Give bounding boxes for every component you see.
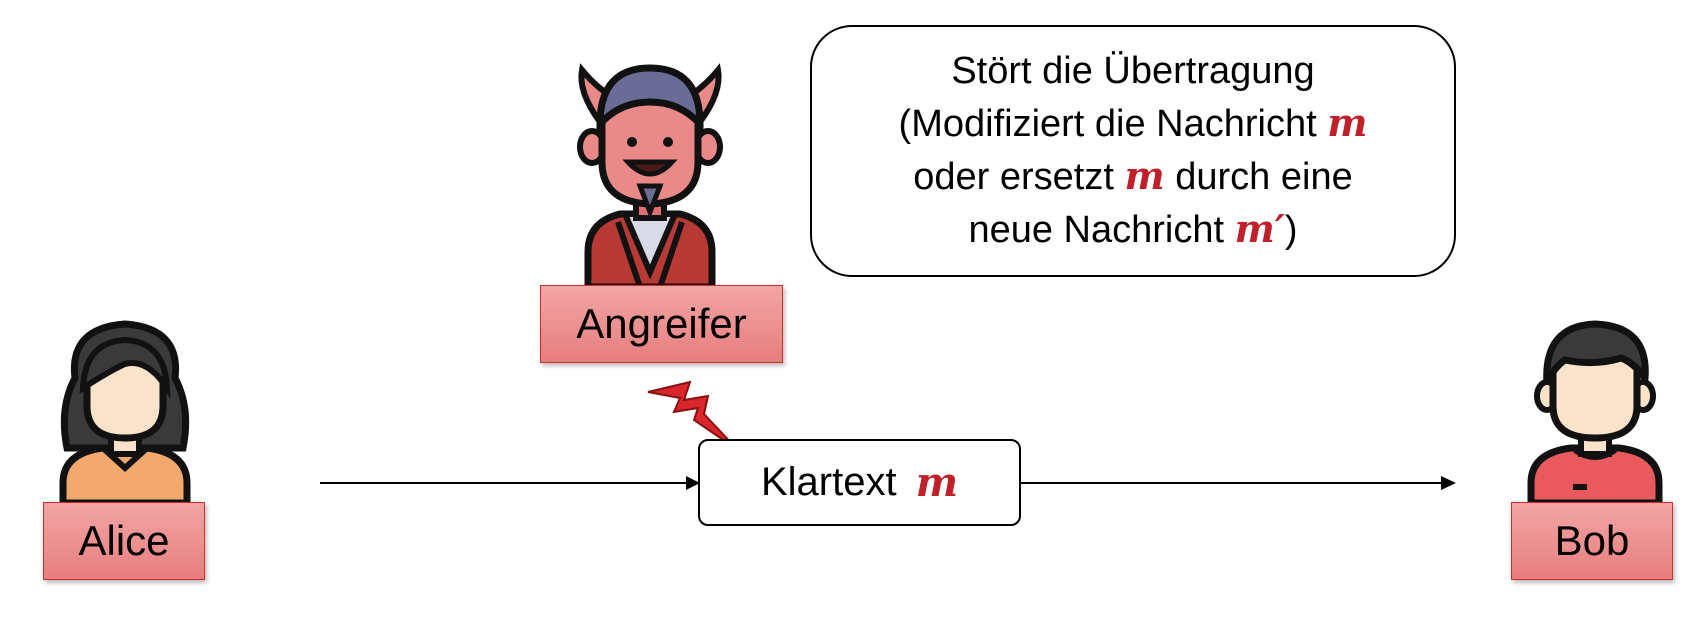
bubble-line-1: Stört die Übertragung — [951, 50, 1315, 92]
message-variable: m — [915, 459, 959, 506]
man-avatar-icon — [1527, 320, 1663, 503]
arrowhead-left — [686, 476, 700, 490]
bubble-line-2: (Modifiziert die Nachricht m — [898, 100, 1368, 145]
plaintext-message-box: Klartext m — [698, 439, 1021, 526]
bubble-line-4: neue Nachricht m′) — [968, 206, 1298, 251]
woman-avatar-icon — [59, 320, 191, 503]
plaintext-label: Klartext — [760, 460, 908, 504]
bubble-line-3: oder ersetzt m durch eine — [913, 153, 1353, 198]
devil-avatar-icon — [577, 63, 723, 287]
alice-label: Alice — [43, 502, 205, 580]
attacker-label: Angreifer — [540, 285, 783, 363]
arrowhead-right — [1441, 476, 1456, 490]
attack-description-bubble: Stört die Übertragung (Modifiziert die N… — [810, 25, 1456, 277]
bob-label: Bob — [1511, 502, 1673, 580]
